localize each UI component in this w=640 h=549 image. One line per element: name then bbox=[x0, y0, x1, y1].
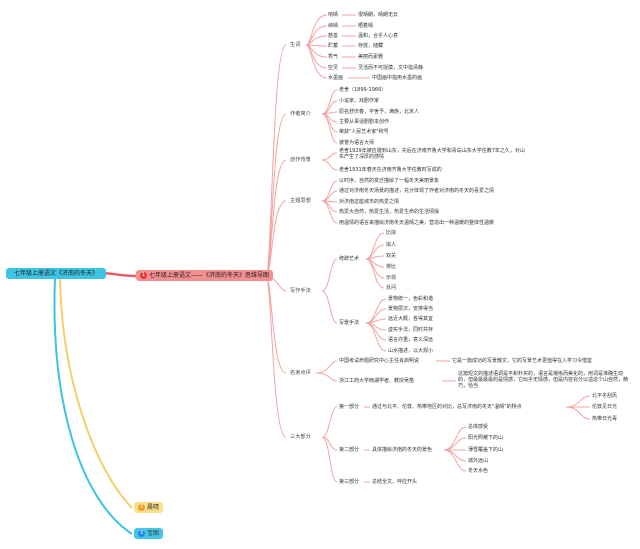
rhetoric-item[interactable]: 比拟 bbox=[386, 230, 397, 236]
rhetoric-label[interactable]: 修辞艺术 bbox=[339, 256, 360, 262]
comment-text: 这篇短文的描述语调是平和朴实的，语言是凝练而美化的，用词是准确生动的，但最最最最… bbox=[458, 371, 629, 389]
category-theme[interactable]: 主题思想 bbox=[290, 198, 311, 204]
number-two-badge-icon: 2 bbox=[138, 504, 145, 511]
structure-detail[interactable]: 城外远山 bbox=[468, 458, 489, 464]
category-author[interactable]: 作者简介 bbox=[290, 111, 311, 117]
comment-text: 它是一篇成功的写景散文，它的写景艺术更值得在入学习令借鉴 bbox=[452, 358, 593, 364]
author-item[interactable]: 老舍（1899-1966） bbox=[339, 87, 387, 93]
structure-detail[interactable]: 北平冬刮风 bbox=[592, 393, 618, 399]
writing-method-item[interactable]: 远近大概，各得其宜 bbox=[388, 316, 434, 322]
vocab-definition: 晒着晴 bbox=[358, 23, 374, 29]
vocab-definition: 美丽而素雅 bbox=[358, 54, 384, 60]
root-topic[interactable]: 七年级上册语文《济南的冬天》 bbox=[6, 268, 106, 279]
category-structure[interactable]: 三大部分 bbox=[290, 434, 311, 440]
writing-method-item[interactable]: 景物层次，安排得当 bbox=[388, 306, 434, 312]
structure-detail[interactable]: 总体感受 bbox=[468, 424, 489, 430]
writing-method-item[interactable]: 虚实手法，同时共存 bbox=[388, 327, 434, 333]
vocab-definition: 存放，储藏 bbox=[358, 43, 384, 49]
author-item[interactable]: 主要从事话剧剧本创作 bbox=[339, 119, 390, 125]
category-background[interactable]: 创作背景 bbox=[290, 157, 311, 163]
category-comments[interactable]: 名家点评 bbox=[290, 370, 311, 376]
rhetoric-item[interactable]: 反问 bbox=[386, 285, 397, 291]
writing-method-item[interactable]: 语言亦重，意义深远 bbox=[388, 337, 434, 343]
vocab-definition: 灵活而不可捉摸，文中指清静 bbox=[358, 65, 424, 71]
number-one-badge-icon: 1 bbox=[140, 272, 147, 279]
theme-item[interactable]: 以时序、自然的变迁描绘了一幅冬天美丽景象 bbox=[339, 178, 440, 184]
theme-item[interactable]: 热爱大自然，热爱生活，热爱生命的生活情操 bbox=[339, 209, 440, 215]
vocab-word[interactable]: 水墨画 bbox=[328, 75, 344, 81]
vocab-word[interactable]: 贮蓄 bbox=[328, 43, 339, 49]
background-item[interactable]: 老舍1931年春天在济南齐鲁大学任教时写成的 bbox=[339, 167, 442, 173]
branch-three-label: 宝图 bbox=[147, 530, 160, 537]
vocab-word[interactable]: 慈善 bbox=[328, 33, 339, 39]
structure-detail[interactable]: 热带日光毒 bbox=[592, 416, 618, 422]
comment-source[interactable]: 中国考试命题研究中心主任肖启明说 bbox=[339, 358, 420, 364]
structure-summary: 总结全文，呼应开头 bbox=[372, 479, 418, 485]
writing-method-item[interactable]: 景物统一，色彩和谐 bbox=[388, 296, 434, 302]
rhetoric-item[interactable]: 排比 bbox=[386, 264, 397, 270]
structure-part[interactable]: 第二部分 bbox=[339, 447, 360, 453]
theme-item[interactable]: 通过对济南冬天场景的描述，充分体现了作者对济南的冬天的喜爱之情 bbox=[339, 188, 495, 194]
theme-item[interactable]: 对济南这座城市的热爱之情 bbox=[339, 199, 400, 205]
rhetoric-item[interactable]: 示现 bbox=[386, 275, 397, 281]
structure-detail[interactable]: 冬天水色 bbox=[468, 468, 489, 474]
theme-item[interactable]: 用温情的语言来描绘济南冬天温晴之美，营造出一种温暖的整体性温暖 bbox=[339, 220, 495, 226]
structure-summary: 具体描绘济南的冬天的景色 bbox=[372, 447, 433, 453]
number-three-badge-icon: 3 bbox=[138, 530, 145, 537]
category-vocab[interactable]: 生词 bbox=[290, 42, 301, 48]
vocab-word[interactable]: 纳晴 bbox=[328, 23, 339, 29]
structure-part[interactable]: 第一部分 bbox=[339, 404, 360, 410]
category-technique[interactable]: 写作手法 bbox=[290, 288, 311, 294]
structure-part[interactable]: 第三部分 bbox=[339, 479, 360, 485]
author-item[interactable]: 被誉为语言大师 bbox=[339, 140, 375, 146]
vocab-word[interactable]: 响晴 bbox=[328, 12, 339, 18]
vocab-word[interactable]: 秀气 bbox=[328, 54, 339, 60]
branch-two-label: 晨晴 bbox=[147, 504, 160, 511]
author-item[interactable]: 小说家，戏剧作家 bbox=[339, 98, 380, 104]
structure-detail[interactable]: 阳光照耀下的山 bbox=[468, 435, 504, 441]
writing-method-item[interactable]: 山水描述，以大观小 bbox=[388, 348, 434, 354]
comment-source[interactable]: 浙江工商大学西湖学者、教授吴笛 bbox=[339, 378, 415, 384]
vocab-definition: 中国画中指用水墨的画 bbox=[372, 75, 423, 81]
author-item[interactable]: 荣获"人民艺术家"称号 bbox=[339, 129, 389, 135]
background-item[interactable]: 老舍1929年被应邀到山东，先后在济南齐鲁大学和青岛山东大学任教7年之久，对山东… bbox=[339, 148, 525, 160]
vocab-definition: 很晴朗，晴朗无云 bbox=[358, 12, 399, 18]
vocab-word[interactable]: 空灵 bbox=[328, 65, 339, 71]
main-branch-label: 七年级上册语文——《济南的冬天》思维导图 bbox=[149, 272, 270, 279]
rhetoric-item[interactable]: 双关 bbox=[386, 253, 397, 259]
writing-method-label[interactable]: 写景手法 bbox=[339, 320, 360, 326]
rhetoric-item[interactable]: 拟人 bbox=[386, 242, 397, 248]
structure-detail[interactable]: 薄雪覆盖下的山 bbox=[468, 447, 504, 453]
vocab-definition: 温和，合乎人心意 bbox=[358, 33, 399, 39]
author-item[interactable]: 原名舒庆春，字舍予，满族，北京人 bbox=[339, 109, 420, 115]
structure-detail[interactable]: 伦敦见日光 bbox=[592, 404, 618, 410]
structure-summary: 通过与北平、伦敦、热带地区的对比，总写济南的冬天"温晴"的特点 bbox=[372, 404, 522, 410]
